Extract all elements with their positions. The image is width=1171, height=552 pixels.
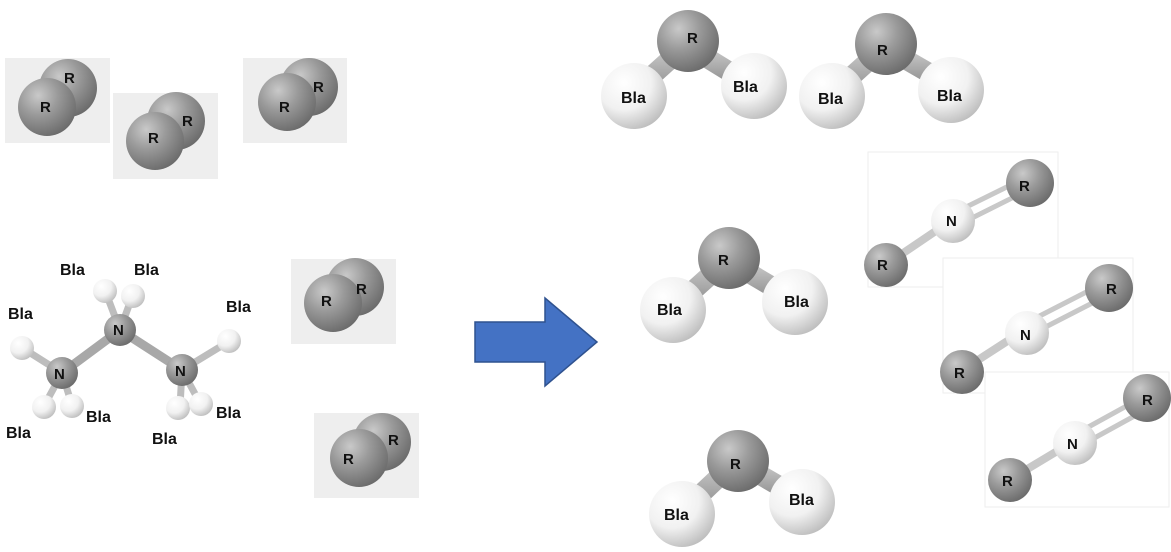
r-atom	[126, 112, 184, 170]
atom-label-r: R	[954, 365, 965, 382]
n-atom	[104, 314, 136, 346]
atom-label-r: R	[40, 99, 51, 116]
atom-label-bla: Bla	[657, 302, 682, 319]
bla-atom	[166, 396, 190, 420]
bla-atom	[93, 279, 117, 303]
r-atom	[258, 73, 316, 131]
atom-label-r: R	[64, 70, 75, 87]
bent-molecule: R Bla Bla	[601, 10, 787, 129]
r-atom	[855, 13, 917, 75]
atom-label-r: R	[279, 99, 290, 116]
atom-label-r: R	[1106, 281, 1117, 298]
atom-label-bla: Bla	[86, 409, 111, 426]
atom-label-bla: Bla	[733, 79, 758, 96]
bla-atom	[721, 53, 787, 119]
r-atom	[1085, 264, 1133, 312]
bla-atom	[189, 392, 213, 416]
bla-atom	[121, 284, 145, 308]
atom-label-bla: Bla	[226, 299, 251, 316]
bla-atom	[10, 336, 34, 360]
atom-label-bla: Bla	[789, 492, 814, 509]
r-atom	[1123, 374, 1171, 422]
reactant-molecule: N N N Bla Bla Bla Bla Bla Bla Bla Bla	[6, 262, 251, 448]
r-atom	[940, 350, 984, 394]
atom-label-r: R	[1002, 473, 1013, 490]
atom-label-n: N	[54, 366, 65, 383]
bent-molecule: R Bla Bla	[799, 13, 984, 129]
atom-label-r: R	[877, 42, 888, 59]
right-arrow-icon	[474, 296, 599, 388]
n-atom	[931, 199, 975, 243]
r-atom	[698, 227, 760, 289]
atom-label-r: R	[343, 451, 354, 468]
n-atom	[1053, 421, 1097, 465]
atom-label-n: N	[113, 322, 124, 339]
r-atom	[18, 78, 76, 136]
atom-label-bla: Bla	[621, 90, 646, 107]
atom-label-r: R	[313, 79, 324, 96]
atom-label-bla: Bla	[818, 91, 843, 108]
atom-label-r: R	[321, 293, 332, 310]
atom-label-r: R	[1142, 392, 1153, 409]
atom-label-bla: Bla	[60, 262, 85, 279]
atom-label-r: R	[148, 130, 159, 147]
n-atom	[46, 357, 78, 389]
bla-atom	[217, 329, 241, 353]
r-atom	[657, 10, 719, 72]
bla-atom	[640, 277, 706, 343]
atom-label-n: N	[1067, 436, 1078, 453]
r2-molecule: R R	[113, 92, 218, 179]
bent-molecule: R Bla Bla	[640, 227, 828, 343]
atom-label-bla: Bla	[784, 294, 809, 311]
atom-label-r: R	[356, 281, 367, 298]
r-atom	[988, 458, 1032, 502]
bent-molecule: R Bla Bla	[649, 430, 835, 547]
atom-label-r: R	[388, 432, 399, 449]
r-atom	[330, 429, 388, 487]
r-atom	[304, 274, 362, 332]
r-atom	[707, 430, 769, 492]
atom-label-r: R	[877, 257, 888, 274]
atom-label-bla: Bla	[152, 431, 177, 448]
atom-label-bla: Bla	[6, 425, 31, 442]
bla-atom	[649, 481, 715, 547]
bla-atom	[918, 57, 984, 123]
r2-molecule: R R	[243, 58, 347, 143]
bla-atom	[769, 469, 835, 535]
r2-molecule: R R	[291, 258, 396, 344]
atom-label-bla: Bla	[937, 88, 962, 105]
n-atom	[1005, 311, 1049, 355]
atom-label-bla: Bla	[8, 306, 33, 323]
r2-molecule: R R	[314, 413, 419, 498]
atom-label-n: N	[1020, 327, 1031, 344]
arrow-shape	[474, 296, 599, 388]
atom-label-n: N	[175, 363, 186, 380]
bla-atom	[762, 269, 828, 335]
n-atom	[166, 354, 198, 386]
r-atom	[864, 243, 908, 287]
r-atom	[1006, 159, 1054, 207]
atom-label-bla: Bla	[134, 262, 159, 279]
atom-label-r: R	[1019, 178, 1030, 195]
atom-label-r: R	[182, 113, 193, 130]
atom-label-bla: Bla	[216, 405, 241, 422]
bla-atom	[32, 395, 56, 419]
atom-label-r: R	[687, 30, 698, 47]
bla-atom	[601, 63, 667, 129]
atom-label-r: R	[730, 456, 741, 473]
r2-molecule: R R	[5, 58, 110, 143]
linear-molecule: R N R	[940, 257, 1134, 394]
atom-label-r: R	[718, 252, 729, 269]
atom-label-n: N	[946, 213, 957, 230]
linear-molecule: R N R	[984, 371, 1171, 508]
bla-atom	[60, 394, 84, 418]
bla-atom	[799, 63, 865, 129]
atom-label-bla: Bla	[664, 507, 689, 524]
